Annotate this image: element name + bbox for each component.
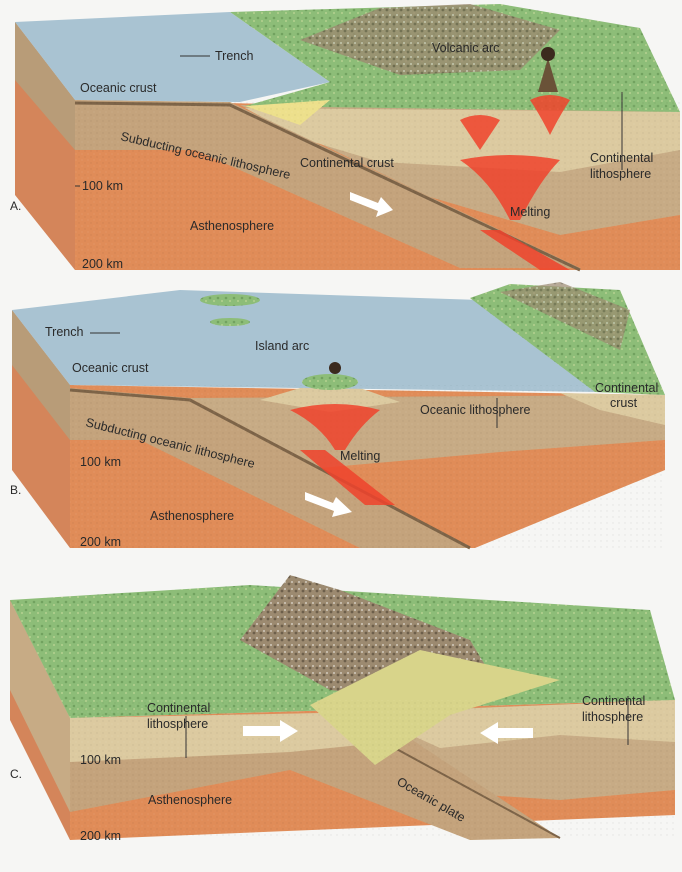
- volcano-smoke: [541, 47, 555, 61]
- label-trench: Trench: [45, 325, 83, 339]
- label-100km: 100 km: [80, 753, 121, 767]
- volcanic-mountains: [300, 4, 560, 75]
- texture: [70, 700, 675, 840]
- label-continental-lithosphere-left-2: lithosphere: [147, 717, 208, 731]
- label-island-arc: Island arc: [255, 339, 309, 353]
- label-200km: 200 km: [80, 535, 121, 549]
- left-side-lithosphere: [10, 600, 70, 812]
- plate-motion-arrow-left: [480, 722, 533, 744]
- label-100km: 100 km: [82, 179, 123, 193]
- plate-motion-arrow-right: [243, 720, 298, 742]
- label-continental-lithosphere-1: Continental: [590, 151, 653, 165]
- label-asthenosphere: Asthenosphere: [148, 793, 232, 807]
- label-continental-lithosphere-right-1: Continental: [582, 694, 645, 708]
- left-side-lithosphere: [12, 310, 70, 440]
- label-continental-crust-2: crust: [610, 396, 638, 410]
- label-trench: Trench: [215, 49, 253, 63]
- label-oceanic-crust: Oceanic crust: [80, 81, 157, 95]
- label-asthenosphere: Asthenosphere: [150, 509, 234, 523]
- melting-plumes: [290, 404, 395, 505]
- continent-mountains: [500, 282, 630, 350]
- label-200km: 200 km: [82, 257, 123, 271]
- label-200km: 200 km: [80, 829, 121, 843]
- label-oceanic-crust: Oceanic crust: [72, 361, 149, 375]
- island: [210, 318, 250, 326]
- plate-motion-arrow: [350, 192, 393, 217]
- panel-letter-c: C.: [10, 767, 22, 781]
- label-continental-crust: Continental crust: [300, 156, 394, 170]
- melting-plumes: [460, 95, 570, 270]
- panel-letter-b: B.: [10, 483, 21, 497]
- volcano-icon: [538, 58, 558, 92]
- plate-motion-arrow: [305, 492, 352, 517]
- label-asthenosphere: Asthenosphere: [190, 219, 274, 233]
- panel-c: Continental lithosphere Continental lith…: [10, 575, 675, 843]
- label-melting: Melting: [340, 449, 380, 463]
- island: [200, 294, 260, 306]
- label-continental-lithosphere-right-2: lithosphere: [582, 710, 643, 724]
- left-side-lithosphere: [15, 22, 75, 150]
- label-continental-lithosphere-left-1: Continental: [147, 701, 210, 715]
- label-melting: Melting: [510, 205, 550, 219]
- panel-letter-a: A.: [10, 199, 21, 213]
- label-oceanic-lithosphere: Oceanic lithosphere: [420, 403, 531, 417]
- panel-b: Trench Island arc Oceanic crust Continen…: [10, 282, 665, 550]
- water-surface: [12, 290, 600, 392]
- label-continental-lithosphere-2: lithosphere: [590, 167, 651, 181]
- water-surface: [15, 12, 330, 102]
- panel-a: Trench Oceanic crust Volcanic arc Contin…: [10, 4, 680, 272]
- label-100km: 100 km: [80, 455, 121, 469]
- label-continental-crust-1: Continental: [595, 381, 658, 395]
- volcano-smoke: [329, 362, 341, 374]
- label-volcanic-arc: Volcanic arc: [432, 41, 499, 55]
- texture: [75, 100, 680, 270]
